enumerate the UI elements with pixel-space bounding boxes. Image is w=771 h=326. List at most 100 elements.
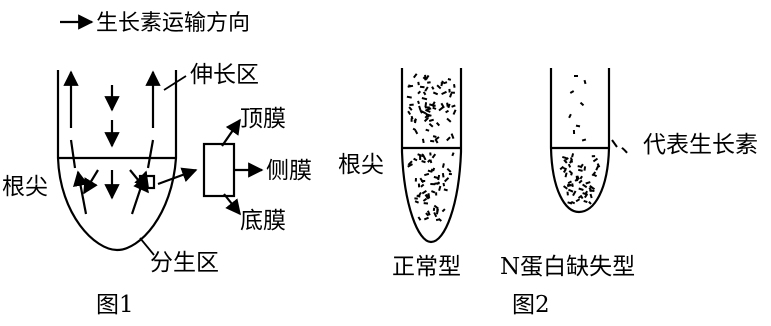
auxin-dash <box>443 163 444 167</box>
auxin-dash <box>585 80 586 84</box>
auxin-dash <box>585 166 586 170</box>
auxin-dash <box>437 123 440 126</box>
fig2-auxin-sample <box>612 140 617 147</box>
auxin-dash <box>437 209 438 214</box>
auxin-dash <box>433 168 434 171</box>
auxin-dash <box>580 176 582 179</box>
auxin-dash <box>428 160 430 162</box>
auxin-dash <box>582 139 586 140</box>
auxin-dash <box>425 118 429 122</box>
auxin-dash <box>452 134 454 139</box>
auxin-dash <box>420 87 425 88</box>
fig1-curve-link-right <box>148 140 153 168</box>
auxin-dash <box>583 184 587 187</box>
auxin-dash <box>581 164 583 168</box>
auxin-dash <box>444 183 445 186</box>
auxin-dash <box>427 108 432 110</box>
auxin-dash <box>423 199 426 201</box>
auxin-dash <box>418 82 419 85</box>
auxin-dash <box>409 107 412 110</box>
auxin-dash <box>589 190 594 191</box>
auxin-dash <box>433 92 437 94</box>
auxin-dash <box>576 126 580 127</box>
fig2-caption: 图2 <box>512 292 550 318</box>
auxin-dash <box>586 182 591 183</box>
auxin-dash <box>436 140 438 143</box>
auxin-dash <box>437 85 441 88</box>
auxin-dash <box>433 154 436 158</box>
auxin-dash <box>591 194 592 198</box>
auxin-dash <box>419 106 420 110</box>
auxin-dash <box>442 209 445 212</box>
auxin-dash <box>578 170 582 171</box>
auxin-dash <box>428 171 432 172</box>
auxin-dash <box>423 155 426 160</box>
auxin-dash <box>568 190 573 192</box>
auxin-dash <box>446 111 449 113</box>
auxin-dash <box>444 82 448 83</box>
auxin-dash <box>408 111 410 114</box>
auxin-dash <box>584 201 588 202</box>
auxin-dash <box>426 196 429 198</box>
fig1-label-meristem: 分生区 <box>150 250 219 276</box>
fig1-label-root-tip: 根尖 <box>2 174 48 200</box>
auxin-dash <box>430 141 434 142</box>
auxin-dash <box>564 170 566 173</box>
auxin-dash <box>596 165 598 170</box>
auxin-dash <box>433 108 436 109</box>
auxin-dash <box>429 120 434 121</box>
auxin-dash <box>418 217 420 220</box>
auxin-dash <box>581 103 584 106</box>
auxin-dash <box>433 102 435 105</box>
auxin-dash <box>418 91 420 93</box>
auxin-dash <box>447 119 451 122</box>
auxin-dash <box>439 107 443 110</box>
auxin-dash <box>447 137 450 140</box>
auxin-dash <box>576 199 580 201</box>
auxin-dash <box>432 87 434 90</box>
auxin-dash <box>571 173 572 176</box>
auxin-dash <box>594 175 597 177</box>
auxin-dash <box>448 79 451 80</box>
auxin-dash <box>407 97 412 98</box>
auxin-dash <box>441 81 443 86</box>
auxin-dash <box>420 178 423 182</box>
auxin-dash <box>414 74 417 78</box>
auxin-dash <box>439 219 442 221</box>
auxin-dash <box>418 193 421 197</box>
fig1-arrow-top-membrane <box>222 120 240 146</box>
auxin-dash <box>450 94 451 98</box>
fig2-label-normal: 正常型 <box>392 254 461 280</box>
fig2-mutant-root-outline <box>551 68 609 212</box>
auxin-dash <box>415 130 417 134</box>
auxin-dash <box>408 85 411 86</box>
legend-text: 生长素运输方向 <box>96 11 250 36</box>
auxin-dash <box>434 177 438 178</box>
auxin-dash <box>452 153 453 156</box>
auxin-dash <box>430 160 431 163</box>
auxin-dash <box>431 191 435 193</box>
auxin-dash <box>439 186 440 191</box>
fig1-root-outline <box>58 70 176 250</box>
fig2-label-auxin: 、代表生长素 <box>620 132 758 158</box>
auxin-dash <box>433 105 436 106</box>
auxin-dash <box>444 189 448 190</box>
fig1-label-side-membrane: 侧膜 <box>266 158 312 184</box>
auxin-dash <box>422 98 427 99</box>
auxin-dash <box>568 181 571 183</box>
auxin-dash <box>422 161 426 162</box>
fig2-label-mutant: N蛋白缺失型 <box>500 254 635 280</box>
auxin-dash <box>425 87 428 91</box>
auxin-dash <box>415 201 419 203</box>
auxin-dash <box>425 75 426 80</box>
fig1-enlarged-cell <box>204 144 234 196</box>
auxin-dash <box>422 154 423 157</box>
auxin-dash <box>579 189 584 191</box>
fig1-label-elongation: 伸长区 <box>190 62 259 88</box>
auxin-dash <box>593 159 597 162</box>
auxin-dash <box>447 169 451 172</box>
fig1-label-top-membrane: 顶膜 <box>240 106 286 132</box>
auxin-dash <box>579 180 582 183</box>
auxin-dash <box>445 178 449 182</box>
fig2-label-root-tip: 根尖 <box>338 152 384 178</box>
